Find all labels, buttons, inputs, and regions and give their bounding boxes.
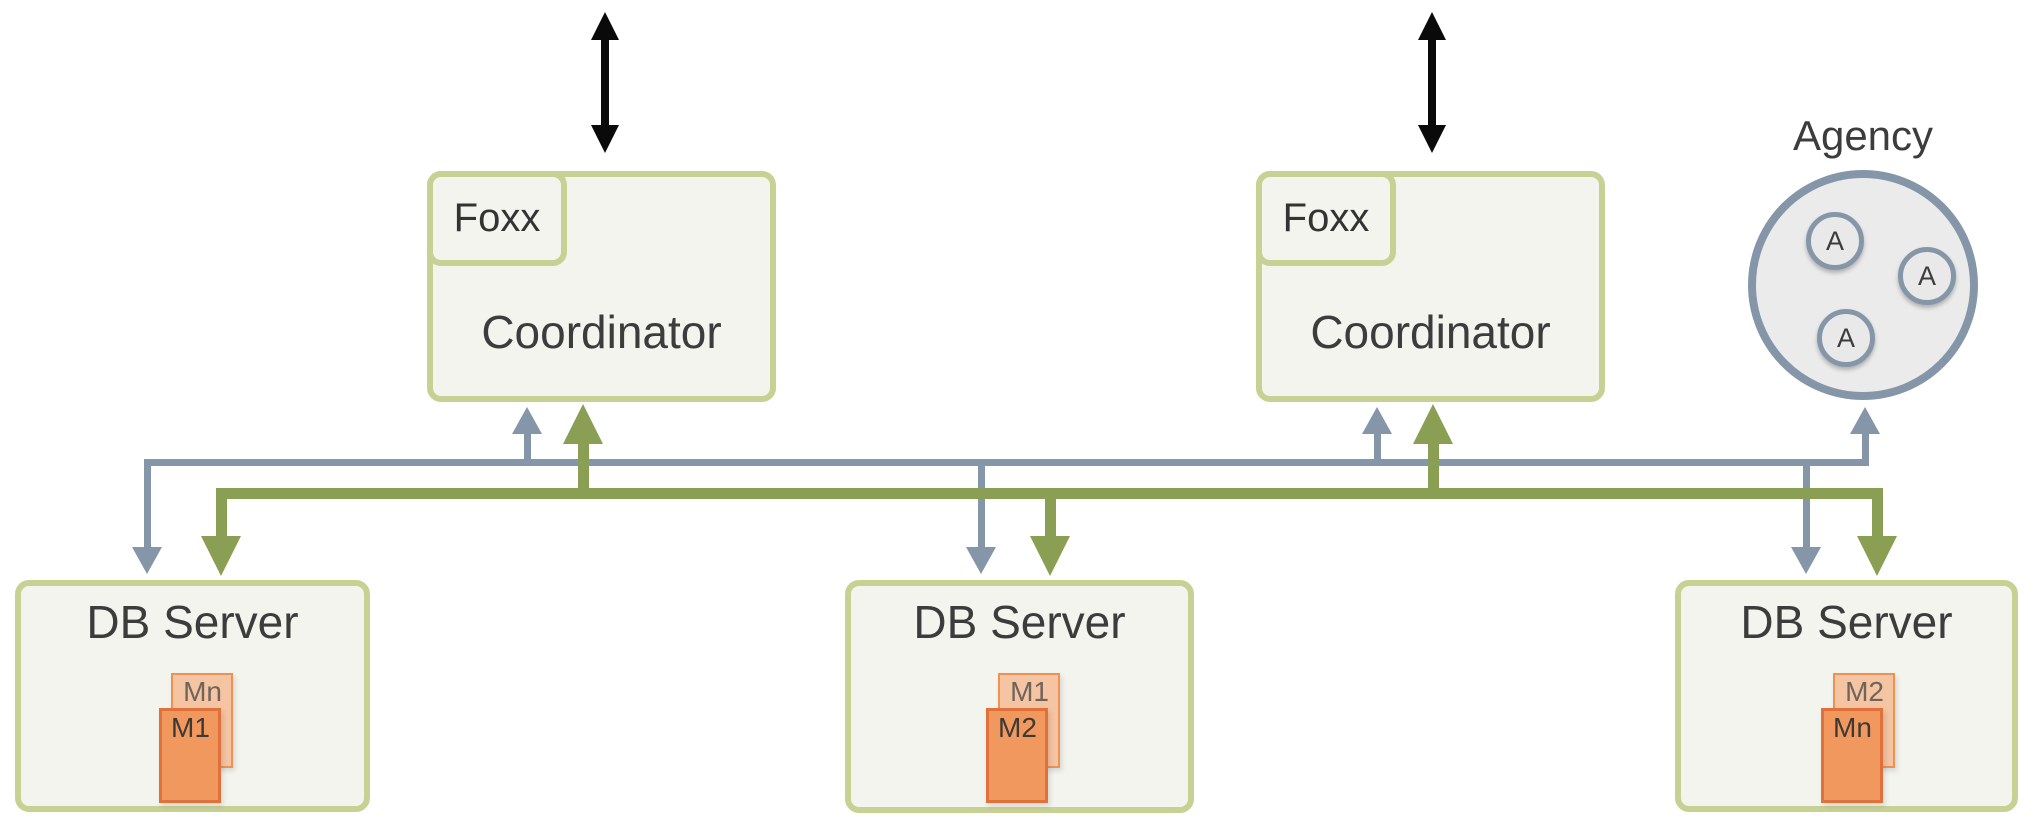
coordinator-box: Foxx Coordinator <box>427 171 776 402</box>
db-server-box: DB Server Mn M1 <box>15 580 370 812</box>
agent-node: A <box>1806 212 1864 270</box>
blue-bus-line <box>144 459 1869 466</box>
green-arrowhead-up-icon <box>1413 404 1453 444</box>
blue-bus-drop <box>978 459 985 547</box>
shard-card-front: M1 <box>159 708 221 803</box>
shard-card-front: Mn <box>1821 708 1883 803</box>
arrowhead-up-icon <box>1418 12 1446 40</box>
agency-label: Agency <box>1792 112 1934 159</box>
db-server-label: DB Server <box>1740 596 1953 648</box>
db-server-box: DB Server M1 M2 <box>845 580 1194 813</box>
agent-label: A <box>1836 322 1855 353</box>
agent-label: A <box>1917 260 1936 291</box>
blue-arrowhead-down-icon <box>1791 547 1821 574</box>
green-arrowhead-down-icon <box>201 536 241 576</box>
client-connection-arrow <box>1418 12 1446 153</box>
db-server-label: DB Server <box>913 596 1126 648</box>
agent-label: A <box>1825 225 1844 256</box>
coordinator-label: Coordinator <box>481 306 722 358</box>
arrowhead-up-icon <box>591 12 619 40</box>
green-arrowhead-down-icon <box>1857 536 1897 576</box>
foxx-label: Foxx <box>453 196 541 240</box>
agency-circle: A A A <box>1748 170 1978 400</box>
foxx-badge: Foxx <box>1256 171 1396 266</box>
agent-node: A <box>1817 309 1875 367</box>
foxx-badge: Foxx <box>427 171 567 266</box>
arrow-shaft <box>1428 38 1436 127</box>
green-bus-riser <box>578 443 589 499</box>
blue-bus-riser <box>1374 433 1381 466</box>
blue-arrowhead-up-icon <box>1850 407 1880 434</box>
blue-bus-riser-agency <box>1862 433 1869 466</box>
agent-node: A <box>1898 247 1956 305</box>
blue-bus-riser <box>524 433 531 466</box>
coordinator-box: Foxx Coordinator <box>1256 171 1605 402</box>
shard-card-front: M2 <box>986 708 1048 803</box>
green-bus-drop <box>1872 488 1883 536</box>
green-bus-drop <box>1045 488 1056 536</box>
blue-arrowhead-down-icon <box>132 547 162 574</box>
db-server-box: DB Server M2 Mn <box>1675 580 2018 812</box>
db-server-label: DB Server <box>86 596 299 648</box>
blue-bus-drop <box>144 459 151 547</box>
arrowhead-down-icon <box>591 125 619 153</box>
arrow-shaft <box>601 38 609 127</box>
coordinator-label: Coordinator <box>1310 306 1551 358</box>
green-arrowhead-up-icon <box>563 404 603 444</box>
blue-arrowhead-up-icon <box>1362 407 1392 434</box>
blue-bus-drop <box>1803 459 1810 547</box>
arrowhead-down-icon <box>1418 125 1446 153</box>
green-bus-drop <box>216 488 227 536</box>
blue-arrowhead-down-icon <box>966 547 996 574</box>
client-connection-arrow <box>591 12 619 153</box>
foxx-label: Foxx <box>1282 196 1370 240</box>
green-bus-riser <box>1428 443 1439 499</box>
green-arrowhead-down-icon <box>1030 536 1070 576</box>
blue-arrowhead-up-icon <box>512 407 542 434</box>
